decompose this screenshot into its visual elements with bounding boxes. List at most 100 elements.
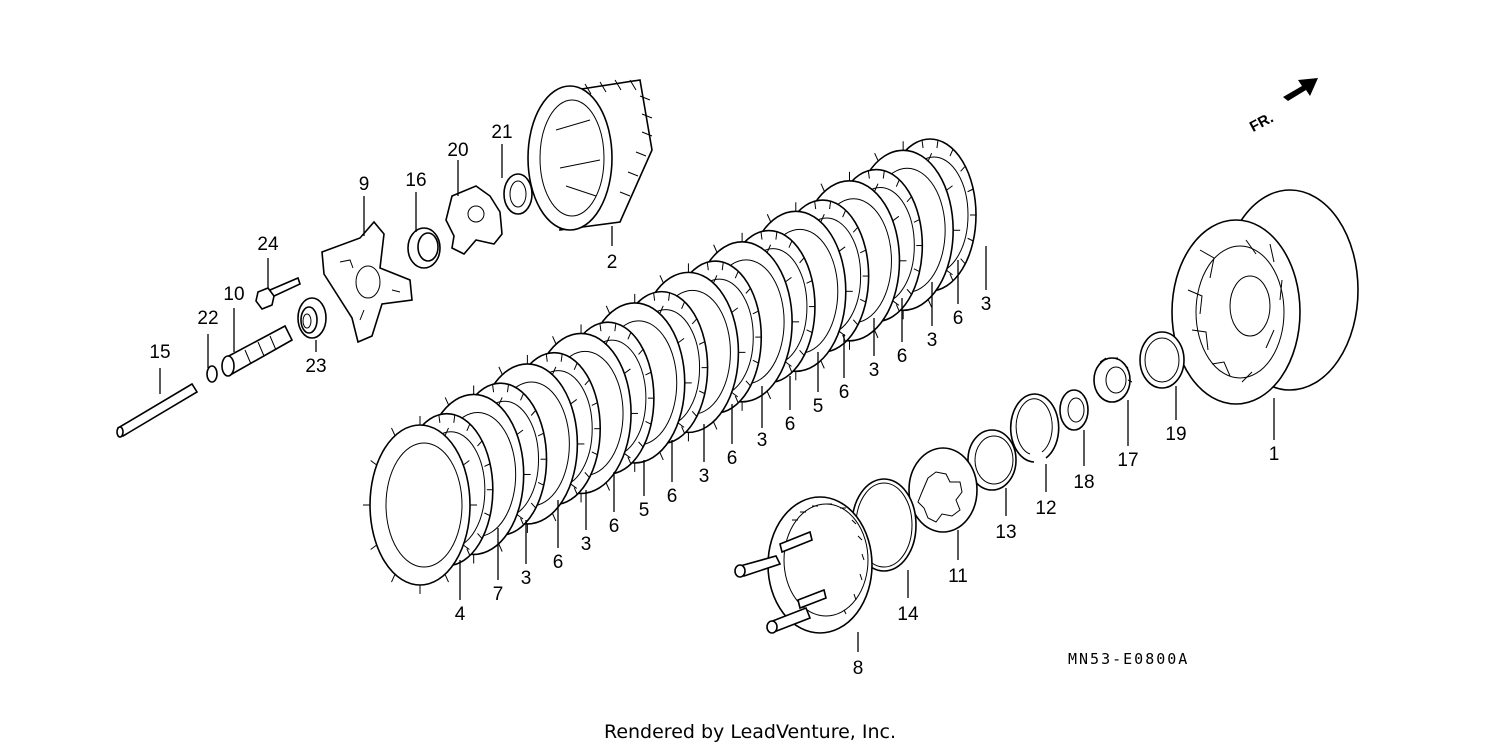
part-2-clutch-center <box>527 79 653 231</box>
callout-4: 4 <box>455 604 466 625</box>
plate-tooth <box>874 329 879 339</box>
plate-tooth <box>645 371 652 376</box>
part-16-bearing <box>407 227 441 269</box>
plate-tooth <box>927 152 933 162</box>
plate-tooth <box>766 244 772 253</box>
plate-tooth <box>605 336 611 345</box>
callout-3c: 3 <box>699 466 710 487</box>
callout-2: 2 <box>607 252 618 273</box>
plate-tooth <box>906 196 912 203</box>
plate-tooth <box>466 548 471 556</box>
plate-tooth <box>516 514 524 520</box>
plate-tooth <box>498 543 503 552</box>
part-10-spindle <box>221 324 294 377</box>
plate-tooth <box>820 183 825 192</box>
plate-tooth <box>653 292 656 301</box>
plate-tooth <box>766 214 772 223</box>
plate-tooth <box>492 384 495 393</box>
plate-tooth <box>573 487 578 495</box>
plate-tooth <box>892 215 900 222</box>
plate-tooth <box>591 402 598 406</box>
plate-tooth <box>838 246 846 252</box>
plate-tooth <box>785 361 792 367</box>
callout-6h: 6 <box>953 308 964 329</box>
plate-tooth <box>946 185 953 191</box>
plate-tooth <box>605 482 611 491</box>
plate-tooth <box>734 271 739 279</box>
plate-tooth <box>752 359 759 364</box>
plate-tooth <box>484 463 491 467</box>
plate-tooth <box>599 323 602 332</box>
part-13-washer <box>967 429 1017 491</box>
callout-9: 9 <box>359 174 370 195</box>
part-24-bolt <box>255 276 301 310</box>
plate-tooth <box>552 336 557 345</box>
plate-tooth <box>570 483 578 489</box>
plate-tooth <box>814 201 817 210</box>
plate-tooth <box>484 512 491 517</box>
plate-tooth <box>949 273 954 282</box>
plate-tooth <box>551 366 557 375</box>
callout-10: 10 <box>223 284 244 305</box>
plate-tooth <box>624 453 631 459</box>
plate-tooth <box>537 482 544 486</box>
plate-tooth <box>463 544 470 550</box>
part-22-ring <box>206 365 218 383</box>
plate-tooth <box>895 179 900 187</box>
part-8-pressure-plate <box>734 496 873 634</box>
plate-tooth <box>788 240 793 248</box>
plate-tooth <box>545 353 548 362</box>
plate-tooth <box>659 451 664 461</box>
plate-tooth <box>638 441 644 448</box>
callout-13: 13 <box>995 522 1016 543</box>
plate-tooth <box>370 544 377 550</box>
plate-tooth <box>788 365 793 373</box>
plate-tooth <box>731 307 739 313</box>
part-23-bearing <box>297 297 327 339</box>
callout-19: 19 <box>1165 424 1186 445</box>
plate-tooth <box>444 574 449 583</box>
plate-tooth <box>852 226 859 233</box>
plate-tooth <box>605 305 611 314</box>
plate-tooth <box>713 244 718 253</box>
plate-tooth <box>960 258 966 265</box>
callout-23: 23 <box>305 356 326 377</box>
plate-tooth <box>752 310 759 315</box>
plate-tooth <box>721 262 724 271</box>
plate-tooth <box>681 426 686 434</box>
callout-20: 20 <box>447 140 468 161</box>
plate-tooth <box>946 269 953 276</box>
plate-tooth <box>453 414 456 423</box>
plate-tooth <box>498 366 503 375</box>
plate-tooth <box>520 393 524 401</box>
plate-tooth <box>731 391 739 398</box>
plate-tooth <box>806 329 813 334</box>
callout-3b: 3 <box>581 534 592 555</box>
part-9-lifter-plate <box>321 220 413 344</box>
plate-tooth <box>477 533 483 539</box>
plate-tooth <box>691 411 698 417</box>
callout-16: 16 <box>405 170 426 191</box>
callout-3e: 3 <box>869 360 880 381</box>
callout-11: 11 <box>948 566 968 587</box>
callout-labels: 1 2 3 3 3 3 3 3 3 3 4 5 5 6 6 6 6 6 6 6 … <box>149 122 1279 679</box>
forward-arrow-icon <box>1283 78 1318 101</box>
callout-6e: 6 <box>785 414 796 435</box>
plate-tooth <box>627 456 632 465</box>
plate-tooth <box>466 423 471 432</box>
callout-3d: 3 <box>757 430 768 451</box>
direction-label: FR. <box>1247 109 1276 135</box>
callout-3f: 3 <box>927 330 938 351</box>
plate-tooth <box>799 257 805 264</box>
friction-disc <box>363 416 477 594</box>
plate-tooth <box>949 148 954 157</box>
plate-tooth <box>463 460 470 466</box>
plate-tooth <box>570 399 578 405</box>
plate-tooth <box>624 368 631 374</box>
plate-tooth <box>477 440 483 447</box>
plate-tooth <box>677 337 685 344</box>
plate-tooth <box>537 432 544 437</box>
plate-tooth <box>785 276 792 283</box>
plate-tooth <box>745 380 751 387</box>
